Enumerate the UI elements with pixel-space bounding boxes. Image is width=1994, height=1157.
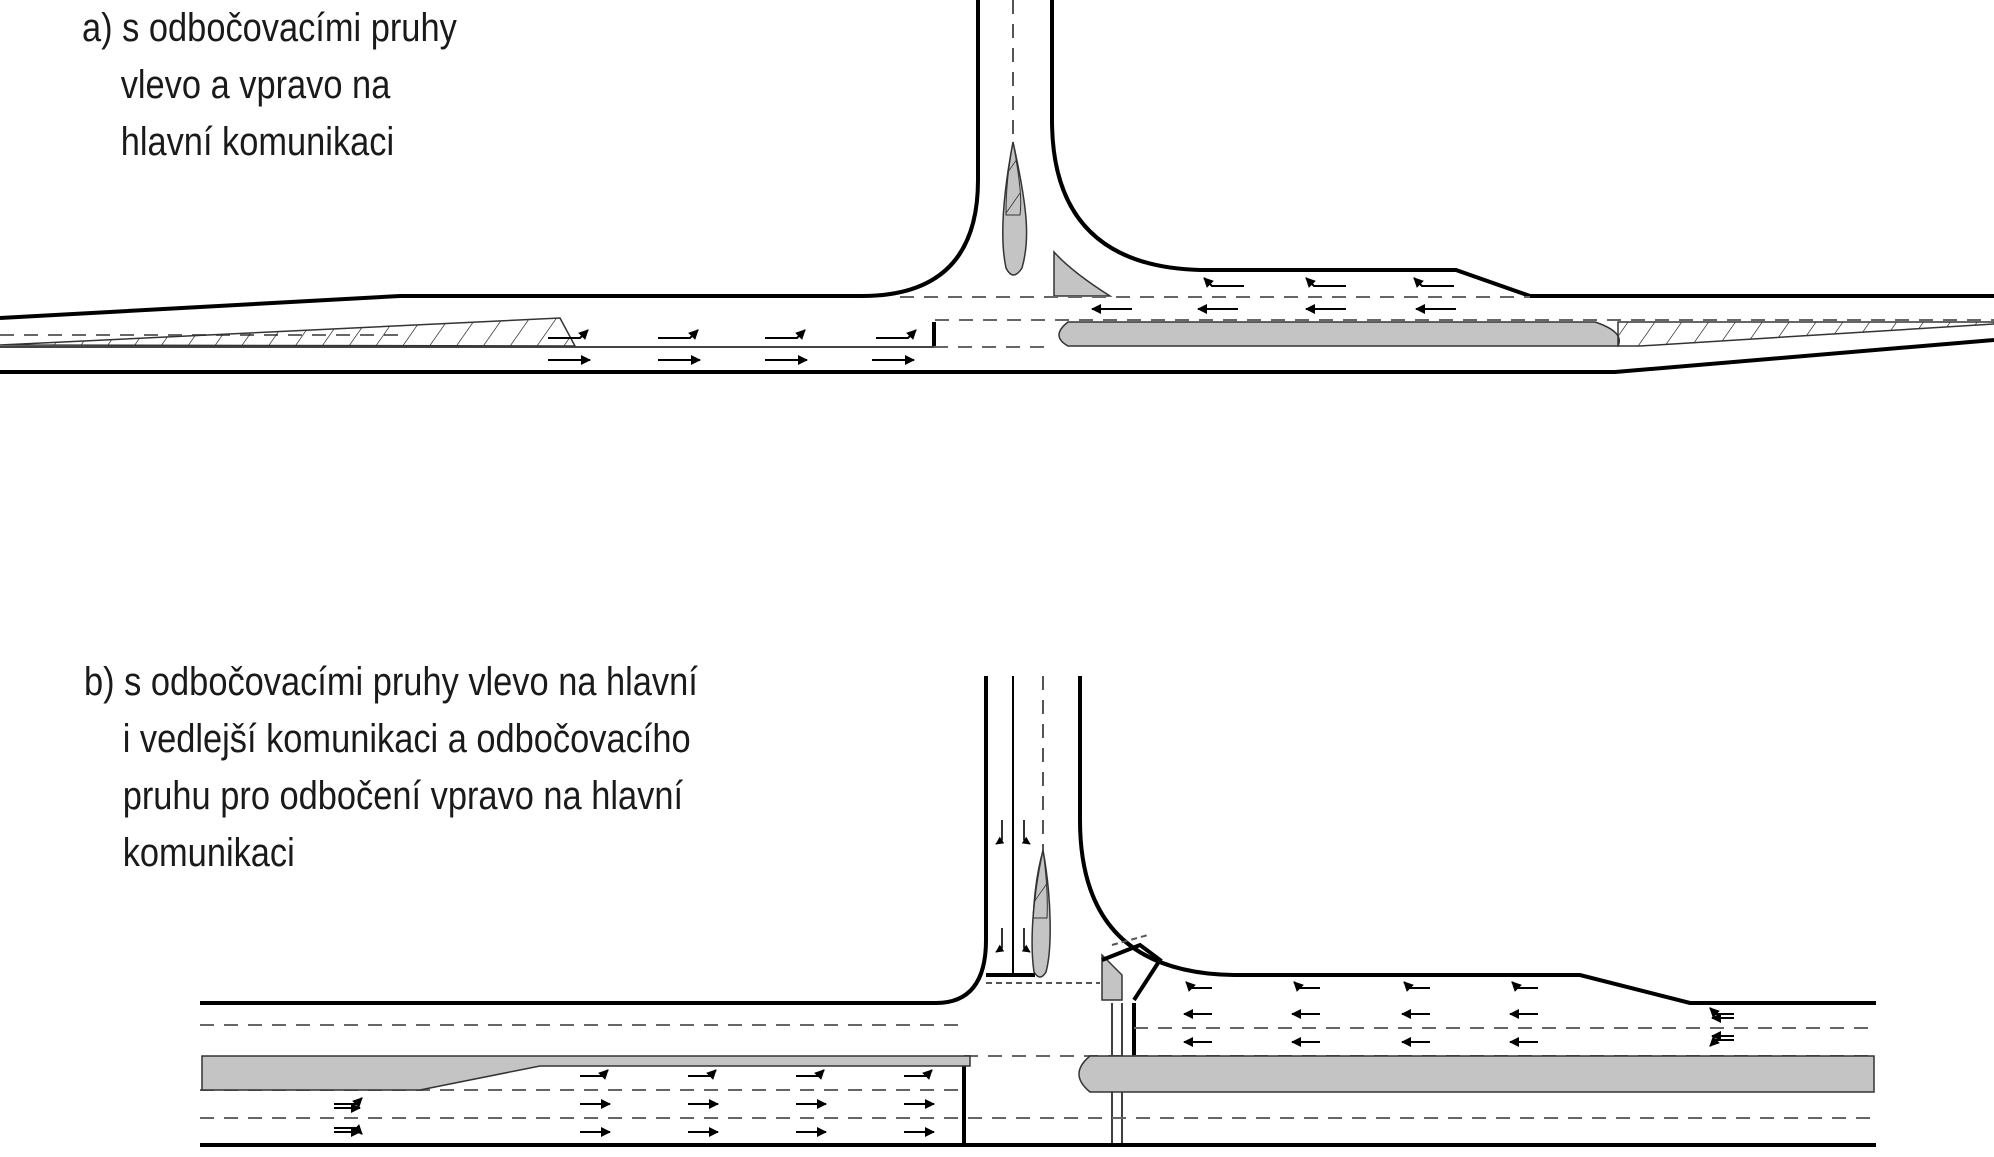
arrows-a-eastbound-left [548,329,917,340]
left-taper-hatch-a [0,317,577,347]
caption-a-line-1: a) s odbočovacími pruhy [82,6,457,50]
caption-b-prefix: b) [84,660,115,704]
caption-a-line-3: hlavní komunikaci [120,120,395,164]
median-island-a [1058,321,1620,347]
diagram-a [0,0,1994,374]
arrows-b-westbound-advance [1709,1007,1734,1047]
caption-b-line-4: komunikaci [122,831,295,875]
median-west-b [201,1055,971,1091]
caption-b-line-2: i vedlejší komunikaci a odbočovacího [122,717,691,761]
curbs-b [200,676,1876,1147]
arrows-b-advance [334,1097,363,1137]
curb-a-north-right [1050,0,1994,298]
diagram-a-caption: a) s odbočovacími pruhy vlevo a vpravo n… [82,0,457,171]
caption-b-line-1: b) s odbočovacími pruhy vlevo na hlavní [84,660,698,704]
splitter-hatch-b [1032,849,1048,919]
curb-a-south [0,338,1994,374]
curb-b-north-right [1078,676,1876,1005]
caption-b-line-3: pruhu pro odbočení vpravo na hlavní [122,774,684,818]
arrows-b-westbound-right [1185,981,1538,992]
curbs-a [0,0,1994,374]
right-turn-island-b [1101,953,1123,1001]
diagram-b-caption: b) s odbočovacími pruhy vlevo na hlavní … [84,654,698,882]
right-taper-hatch-a [1617,321,1994,347]
arrows-b-eastbound-through [580,1099,935,1137]
curb-a-north-left [0,0,980,320]
splitter-hatch-a [1005,141,1022,216]
curb-b-north-left [200,676,988,1005]
caption-a-prefix: a) [82,6,113,50]
right-turn-island-a [1053,250,1113,297]
right-turn-channel-b [1101,942,1163,1002]
arrows-a-westbound-right [1203,277,1454,288]
minor-b-markings [986,676,1100,984]
arrows-b-westbound-through [1183,1009,1538,1047]
diagram-b [200,676,1876,1147]
arrows-b-minor [995,820,1031,953]
caption-a-line-2: vlevo a vpravo na [120,63,391,107]
median-east-b [1078,1055,1875,1093]
arrows-b-eastbound-left [580,1069,933,1080]
